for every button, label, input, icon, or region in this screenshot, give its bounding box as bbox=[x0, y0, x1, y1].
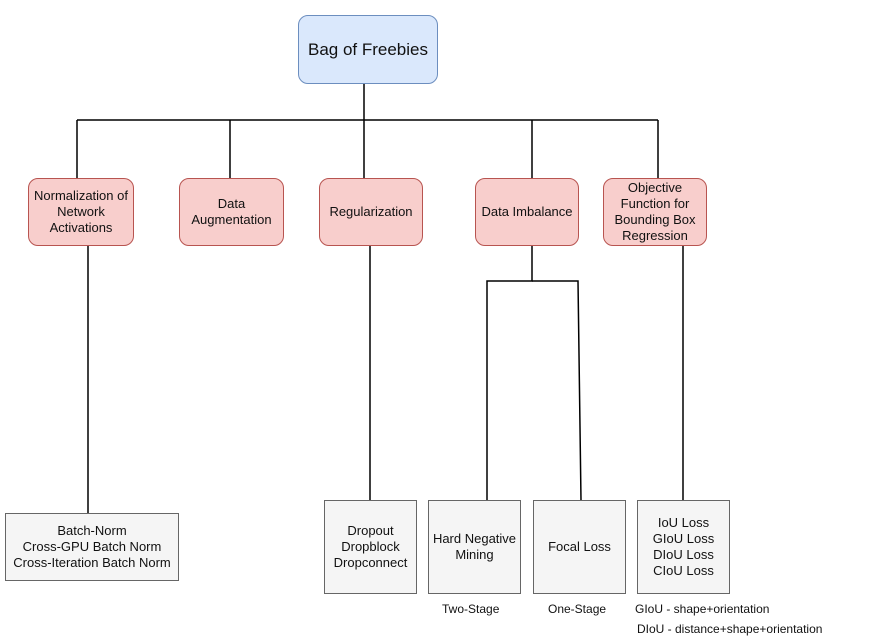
leaf-regularization-methods-label: Dropout Dropblock Dropconnect bbox=[333, 523, 408, 570]
root-label: Bag of Freebies bbox=[307, 39, 428, 59]
caption-one-stage: One-Stage bbox=[548, 602, 607, 616]
node-objective-function-label: Objective Function for Bounding Box Regr… bbox=[614, 180, 696, 243]
leaf-focal-loss: Focal Loss bbox=[533, 500, 626, 594]
leaf-iou-losses-label: IoU Loss GIoU Loss DIoU Loss CIoU Loss bbox=[652, 515, 715, 578]
node-data-augmentation-label: Data Augmentation bbox=[191, 196, 272, 227]
node-normalization-label: Normalization of Network Activations bbox=[34, 188, 128, 235]
connector-imbalance-focal bbox=[532, 280, 582, 501]
leaf-focal-loss-label: Focal Loss bbox=[548, 539, 611, 554]
node-data-imbalance-label: Data Imbalance bbox=[481, 204, 573, 219]
caption-diou-note: DIoU - distance+shape+orientation bbox=[637, 622, 823, 636]
node-normalization: Normalization of Network Activations bbox=[28, 178, 134, 246]
connector-imbalance-split bbox=[486, 246, 533, 500]
leaf-normalization-methods: Batch-Norm Cross-GPU Batch Norm Cross-It… bbox=[5, 513, 179, 581]
node-objective-function: Objective Function for Bounding Box Regr… bbox=[603, 178, 707, 246]
node-regularization: Regularization bbox=[319, 178, 423, 246]
node-data-augmentation: Data Augmentation bbox=[179, 178, 284, 246]
leaf-hard-negative-mining: Hard Negative Mining bbox=[428, 500, 521, 594]
node-data-imbalance: Data Imbalance bbox=[475, 178, 579, 246]
leaf-regularization-methods: Dropout Dropblock Dropconnect bbox=[324, 500, 417, 594]
root-node: Bag of Freebies bbox=[298, 15, 438, 84]
caption-two-stage: Two-Stage bbox=[442, 602, 500, 616]
node-regularization-label: Regularization bbox=[329, 204, 413, 219]
leaf-normalization-methods-label: Batch-Norm Cross-GPU Batch Norm Cross-It… bbox=[13, 523, 171, 570]
leaf-hard-negative-mining-label: Hard Negative Mining bbox=[432, 531, 517, 562]
leaf-iou-losses: IoU Loss GIoU Loss DIoU Loss CIoU Loss bbox=[637, 500, 730, 594]
caption-giou-note: GIoU - shape+orientation bbox=[635, 602, 770, 616]
